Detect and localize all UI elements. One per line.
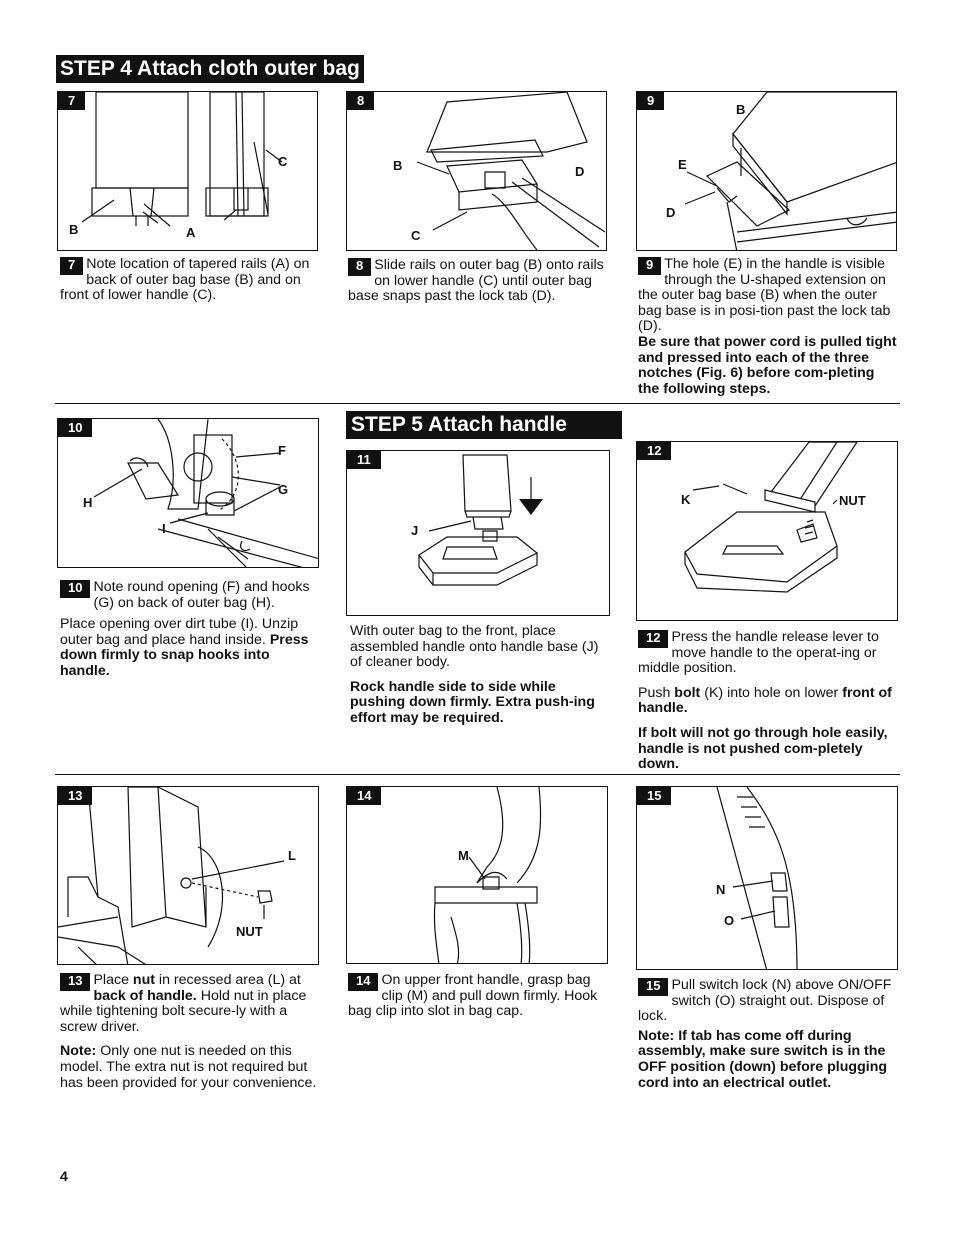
figure-8-label-d: D <box>575 164 585 179</box>
figure-14-illustration <box>433 787 542 963</box>
figure-10-number: 10 <box>58 419 93 437</box>
figure-12-illustration <box>684 442 858 593</box>
figure-12-label-k: K <box>681 492 691 507</box>
figure-10-illustration <box>93 419 318 567</box>
step-5-heading: STEP 5 Attach handle <box>346 411 622 439</box>
figure-7-label-a: A <box>186 225 196 240</box>
figure-10: 10 F G H I <box>57 418 319 568</box>
figure-14-label-m: M <box>458 848 469 863</box>
figure-8-number: 8 <box>347 92 375 110</box>
figure-9: 9 B E D <box>636 91 897 251</box>
caption-11: With outer bag to the front, place assem… <box>350 623 612 733</box>
figure-12-number: 12 <box>637 442 672 460</box>
figure-10-label-h: H <box>83 495 93 510</box>
figure-7-illustration <box>81 92 283 227</box>
figure-10-label-f: F <box>278 443 286 458</box>
figure-10-label-i: I <box>162 521 166 536</box>
caption-13-t3: in recessed area (L) at <box>154 972 301 988</box>
caption-11-p1: With outer bag to the front, place assem… <box>350 623 599 671</box>
figure-9-number: 9 <box>637 92 665 110</box>
caption-14-badge: 14 <box>348 973 379 991</box>
caption-12-p2d: front of handle. <box>638 684 892 717</box>
caption-13-badge: 13 <box>60 973 91 991</box>
caption-7-text: Note location of tapered rails (A) on ba… <box>60 256 310 304</box>
caption-9-warning: Be sure that power cord is pulled tight … <box>638 333 897 397</box>
figure-7: 7 C B A <box>57 91 318 251</box>
caption-7-badge: 7 <box>60 257 84 275</box>
step-4-heading: STEP 4 Attach cloth outer bag <box>56 55 364 83</box>
figure-11: 11 J <box>346 450 610 616</box>
caption-13-t5: Hold nut in place while tightening bolt … <box>60 987 307 1035</box>
caption-9-badge: 9 <box>638 257 662 275</box>
figure-12-label-nut: NUT <box>839 493 866 508</box>
figure-13-label-nut: NUT <box>236 924 263 939</box>
figure-11-label-j: J <box>411 523 419 538</box>
caption-10-p2: Place opening over dirt tube (I). Unzip … <box>60 616 299 648</box>
figure-10-label-g: G <box>278 482 289 497</box>
figure-11-illustration <box>418 454 543 586</box>
figure-13: 13 L NUT <box>57 786 319 965</box>
figure-8-label-c: C <box>411 228 421 243</box>
figure-9-illustration <box>684 92 896 250</box>
caption-13-note-label: Note: <box>60 1043 97 1060</box>
figure-12: 12 K NUT <box>636 441 898 621</box>
caption-8-badge: 8 <box>348 258 372 276</box>
caption-13-note: Only one nut is needed on this model. Th… <box>60 1043 317 1091</box>
figure-14-number: 14 <box>347 787 382 805</box>
caption-9-text: The hole (E) in the handle is visible th… <box>638 256 891 335</box>
figure-8-label-b: B <box>393 158 403 173</box>
caption-10-text: Note round opening (F) and hooks (G) on … <box>93 579 310 611</box>
caption-10-badge: 10 <box>60 580 91 598</box>
figure-13-label-l: L <box>288 848 296 863</box>
figure-13-number: 13 <box>58 787 93 805</box>
caption-11-bold: Rock handle side to side while pushing d… <box>350 678 595 726</box>
caption-12-p2a: Push <box>638 684 675 701</box>
caption-12-p2c: (K) into hole on lower <box>700 684 843 701</box>
caption-14-text: On upper front handle, grasp bag clip (M… <box>348 972 598 1020</box>
caption-12-p2b: bolt <box>674 684 701 701</box>
caption-12-bold: If bolt will not go through hole easily,… <box>638 724 888 773</box>
caption-12-text: Press the handle release lever to move h… <box>638 629 879 677</box>
figure-7-number: 7 <box>58 92 86 110</box>
figure-14: 14 M <box>346 786 608 964</box>
caption-15-badge: 15 <box>638 978 669 996</box>
caption-10-p2-bold: Press down firmly to snap hooks into han… <box>60 631 309 679</box>
divider-1 <box>55 403 900 404</box>
figure-15-label-o: O <box>724 913 735 928</box>
figure-7-label-c: C <box>278 154 288 169</box>
figure-11-number: 11 <box>347 451 381 469</box>
caption-15-text: Pull switch lock (N) above ON/OFF switch… <box>638 977 892 1025</box>
figure-8-illustration <box>416 92 606 250</box>
figure-13-illustration <box>58 787 285 964</box>
caption-12-badge: 12 <box>638 630 669 648</box>
caption-15-bold: Note: If tab has come off during assembl… <box>638 1027 888 1091</box>
divider-2 <box>55 774 900 775</box>
figure-9-label-b: B <box>736 102 746 117</box>
figure-15-illustration <box>716 787 798 969</box>
caption-13-t4: back of handle. <box>93 987 197 1004</box>
caption-13-t2: nut <box>132 972 155 988</box>
figure-9-label-e: E <box>678 157 687 172</box>
figure-9-label-d: D <box>666 205 676 220</box>
caption-13-t1: Place <box>93 972 133 988</box>
figure-15-label-n: N <box>716 882 726 897</box>
figure-8: 8 B D C <box>346 91 607 251</box>
figure-7-label-b: B <box>69 222 79 237</box>
figure-15: 15 N O <box>636 786 898 970</box>
page-number: 4 <box>60 1168 68 1184</box>
figure-15-number: 15 <box>637 787 672 805</box>
caption-8-text: Slide rails on outer bag (B) onto rails … <box>348 257 604 305</box>
